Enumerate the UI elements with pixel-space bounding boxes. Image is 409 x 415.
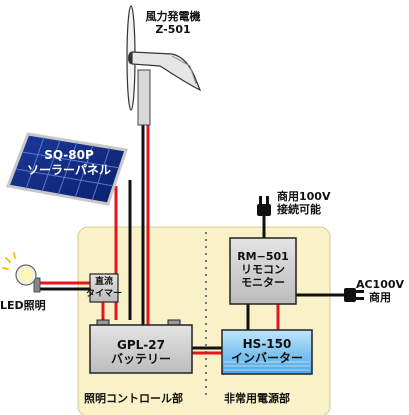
led-label: LED照明 <box>0 299 46 312</box>
battery-label: GPL-27 バッテリー <box>90 338 192 366</box>
turbine-label: 風力発電機 Z-501 <box>138 10 208 36</box>
section-emergency-label: 非常用電源部 <box>224 392 290 405</box>
inverter-model: HS-150 <box>242 337 292 351</box>
wind-turbine-icon <box>126 5 202 126</box>
timer-line2: タイマー <box>86 289 123 299</box>
grid-plug-icon <box>257 196 271 216</box>
solar-panel-label: SQ-80P ソーラーパネル <box>14 148 124 178</box>
turbine-name: 風力発電機 <box>145 10 201 23</box>
remote-monitor-model: RM−501 <box>237 250 289 263</box>
solar-panel-model: SQ-80P <box>44 148 94 162</box>
battery-model: GPL-27 <box>117 338 165 352</box>
solar-panel-icon <box>5 132 128 206</box>
ac-plug-icon <box>344 288 364 302</box>
inverter-label: HS-150 インバーター <box>222 337 312 365</box>
ac-output-label: AC100V 商用 <box>352 278 408 304</box>
wiring <box>38 120 344 355</box>
solar-panel-name: ソーラーパネル <box>27 163 111 177</box>
battery-icon <box>89 319 193 374</box>
turbine-model: Z-501 <box>155 23 191 36</box>
remote-monitor-label: RM−501 リモコン モニター <box>230 250 296 289</box>
grid-input-line2: 接続可能 <box>277 203 321 216</box>
section-lighting-label: 照明コントロール部 <box>84 392 183 405</box>
timer-box <box>89 273 119 303</box>
remote-monitor-box <box>229 237 297 305</box>
inverter-box <box>221 329 313 375</box>
inverter-name: インバーター <box>230 351 303 365</box>
remote-monitor-line2: リモコン <box>241 263 285 276</box>
battery-name: バッテリー <box>110 352 171 366</box>
grid-input-line1: 商用100V <box>277 190 331 203</box>
ac-output-line2: 商用 <box>369 291 391 304</box>
timer-line1: 直流 <box>94 277 113 287</box>
led-lamp-icon <box>2 252 41 293</box>
remote-monitor-line3: モニター <box>241 276 285 289</box>
timer-label: 直流 タイマー <box>86 276 122 300</box>
ac-output-line1: AC100V <box>355 278 405 291</box>
grid-input-label: 商用100V 接続可能 <box>277 190 330 216</box>
